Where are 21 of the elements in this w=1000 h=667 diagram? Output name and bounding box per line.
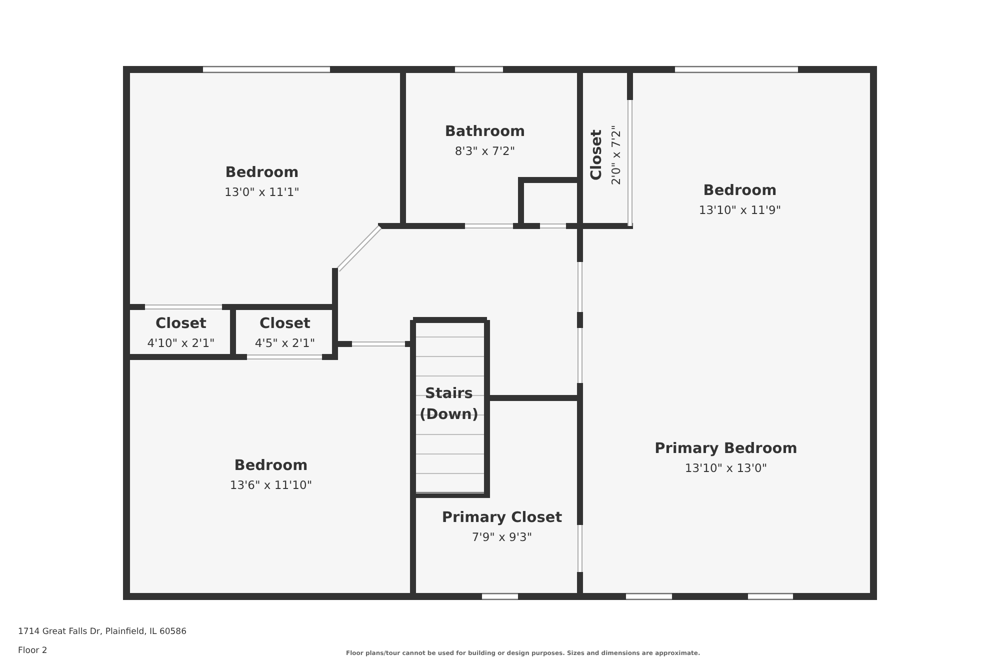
address-label: 1714 Great Falls Dr, Plainfield, IL 60586 [18,627,186,637]
room-name: Primary Bedroom [654,440,798,459]
room-dimensions: 13'0" x 11'1" [224,184,300,201]
room-dimensions: 8'3" x 7'2" [454,143,516,160]
room-name: Primary Closet [442,509,562,528]
room-dimensions: 4'5" x 2'1" [254,335,316,352]
room-name: Closet [588,128,606,182]
room-dimensions: 13'10" x 13'0" [684,460,768,477]
floor-label: Floor 2 [18,646,48,656]
room-name: Bedroom [702,182,778,201]
room-dimensions: 2'0" x 7'2" [608,124,624,186]
room-name: Stairs (Down) [418,385,480,425]
room-name: Closet [258,315,312,334]
room-name: Bedroom [224,164,300,183]
room-name: Bedroom [233,457,309,476]
room-name: Bathroom [444,123,526,142]
room-dimensions: 7'9" x 9'3" [470,529,534,546]
room-dimensions: 4'10" x 2'1" [147,335,215,352]
room-dimensions: 13'6" x 11'10" [230,477,312,494]
room-dimensions: 13'10" x 11'9" [698,202,782,219]
room-name: Closet [154,315,208,334]
